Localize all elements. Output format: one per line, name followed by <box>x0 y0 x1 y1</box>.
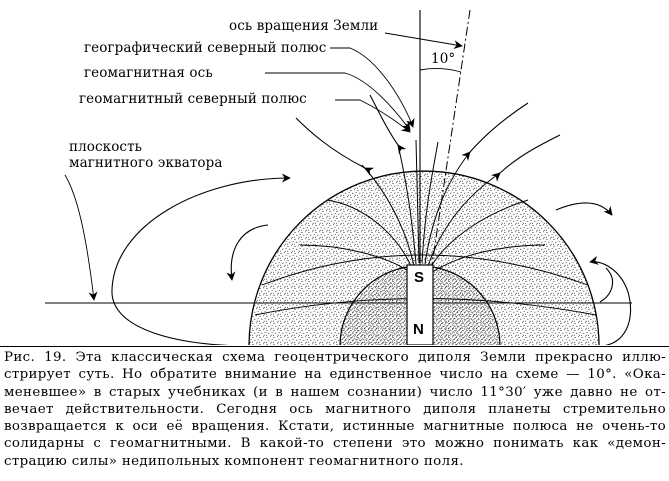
label-geographic-north-pole: географический северный полюс <box>84 40 327 56</box>
label-magnetic-equator-plane-1: плоскость <box>69 139 143 155</box>
earth-rotation-axis <box>419 9 471 346</box>
leader-lines <box>64 32 463 301</box>
caption-line: Рис. 19. Эта классическая схема геоцентр… <box>4 350 666 365</box>
earth-outer-sphere <box>248 170 600 347</box>
label-earth-rotation-axis: ось вращения Земли <box>229 18 379 34</box>
caption-line: солидарны с геомагнитными. В какой-то ст… <box>4 436 666 452</box>
caption-line: меневшее» в старых учебниках (и в нашем … <box>4 384 666 400</box>
angle-arc <box>419 67 462 73</box>
exterior-field-lines <box>111 94 632 347</box>
label-magnetic-equator-plane-2: магнитного экватора <box>69 155 223 171</box>
caption-line: стрирует суть. Но обратите внимание на е… <box>4 367 666 383</box>
caption-rule <box>0 346 669 347</box>
magnet-pole-north: N <box>413 321 424 338</box>
label-geomagnetic-axis: геомагнитная ось <box>84 65 213 81</box>
label-angle: 10° <box>431 51 456 67</box>
caption-line: возвращается к оси её вращения. Кстати, … <box>4 419 666 435</box>
caption-line: страцию силы» недипольных компонент геом… <box>4 453 464 469</box>
figure-caption: Рис. 19. Эта классическая схема геоцентр… <box>4 349 666 470</box>
dipole-diagram <box>45 9 632 347</box>
label-geomagnetic-north-pole: геомагнитный северный полюс <box>79 91 307 107</box>
caption-line: вечает действительности. Сегодня ось маг… <box>4 401 666 417</box>
magnet-pole-south: S <box>414 269 425 286</box>
dipole-figure: ось вращения Земли географический северн… <box>45 9 632 347</box>
